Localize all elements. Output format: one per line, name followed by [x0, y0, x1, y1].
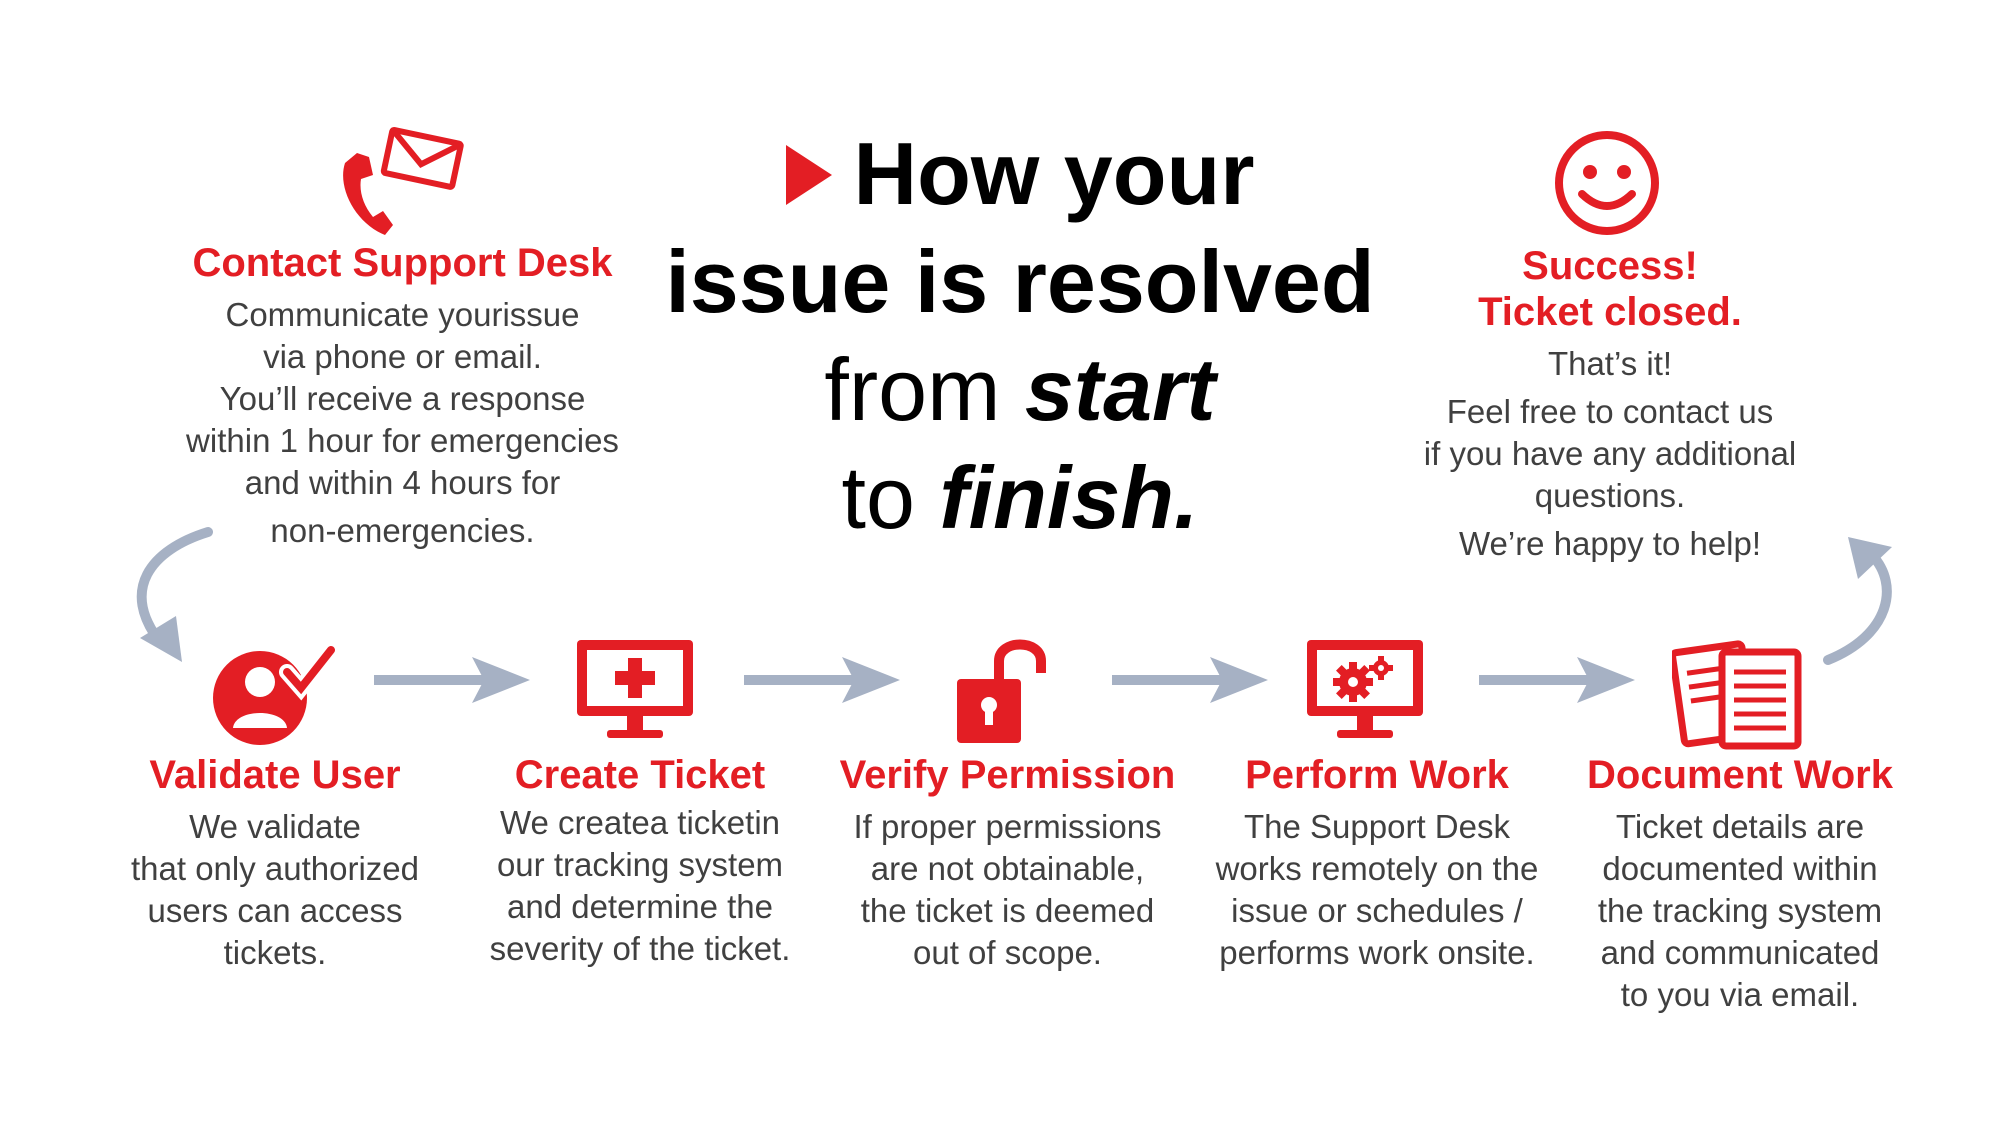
step-description: Ticket details are documented within the…	[1597, 808, 1883, 1013]
step-description: The Support Desk works remotely on the i…	[1215, 808, 1539, 971]
user-check-icon	[213, 642, 335, 745]
contact-heading: Contact Support Desk	[192, 241, 613, 285]
step-perform-work: Perform Work The Support Desk works remo…	[1192, 752, 1562, 974]
step-validate-user: Validate User We validate that only auth…	[110, 752, 440, 974]
step-heading: Perform Work	[1245, 753, 1509, 797]
title-line-1: How your	[620, 120, 1420, 228]
title-line-3: from start	[824, 340, 1216, 439]
step-heading: Create Ticket	[514, 753, 766, 797]
success-block: Success! Ticket closed. That’s it! Feel …	[1405, 243, 1815, 565]
monitor-plus-icon	[577, 640, 693, 738]
step-heading: Document Work	[1587, 753, 1893, 797]
monitor-gears-icon	[1307, 640, 1423, 738]
play-triangle-icon	[785, 144, 832, 205]
step-verify-permission: Verify Permission If proper permissions …	[830, 752, 1185, 974]
envelope-icon	[380, 126, 464, 190]
page-title: How your issue is resolved from start to…	[620, 120, 1420, 552]
smiley-icon	[1555, 131, 1659, 235]
contact-block: Contact Support Desk Communicate youriss…	[150, 240, 655, 552]
success-heading-1: Success!	[1522, 244, 1698, 288]
success-description: That’s it! Feel free to contact us if yo…	[1423, 345, 1797, 562]
phone-icon	[343, 153, 393, 235]
step-create-ticket: Create Ticket We createa ticketin our tr…	[465, 752, 815, 970]
step-heading: Verify Permission	[839, 753, 1176, 797]
padlock-open-icon	[957, 639, 1046, 743]
step-description: We validate that only authorized users c…	[130, 808, 420, 971]
step-description: We createa ticketin our tracking system …	[489, 804, 791, 967]
phone-envelope-icon	[343, 126, 464, 235]
curved-arrow-down	[136, 527, 213, 662]
curved-arrow-up	[1823, 537, 1892, 665]
arrow-right-4	[1479, 657, 1635, 703]
title-line-2: issue is resolved	[665, 232, 1375, 331]
step-document-work: Document Work Ticket details are documen…	[1570, 752, 1910, 1016]
step-description: If proper permissions are not obtainable…	[853, 808, 1162, 971]
arrow-right-2	[744, 657, 900, 703]
contact-description: Communicate yourissue via phone or email…	[186, 296, 619, 549]
arrow-right-3	[1112, 657, 1268, 703]
step-heading: Validate User	[149, 753, 401, 797]
title-line-4: to finish.	[841, 448, 1199, 547]
arrow-right-1	[374, 657, 530, 703]
success-heading-2: Ticket closed.	[1478, 290, 1742, 334]
documents-icon	[1672, 640, 1802, 750]
